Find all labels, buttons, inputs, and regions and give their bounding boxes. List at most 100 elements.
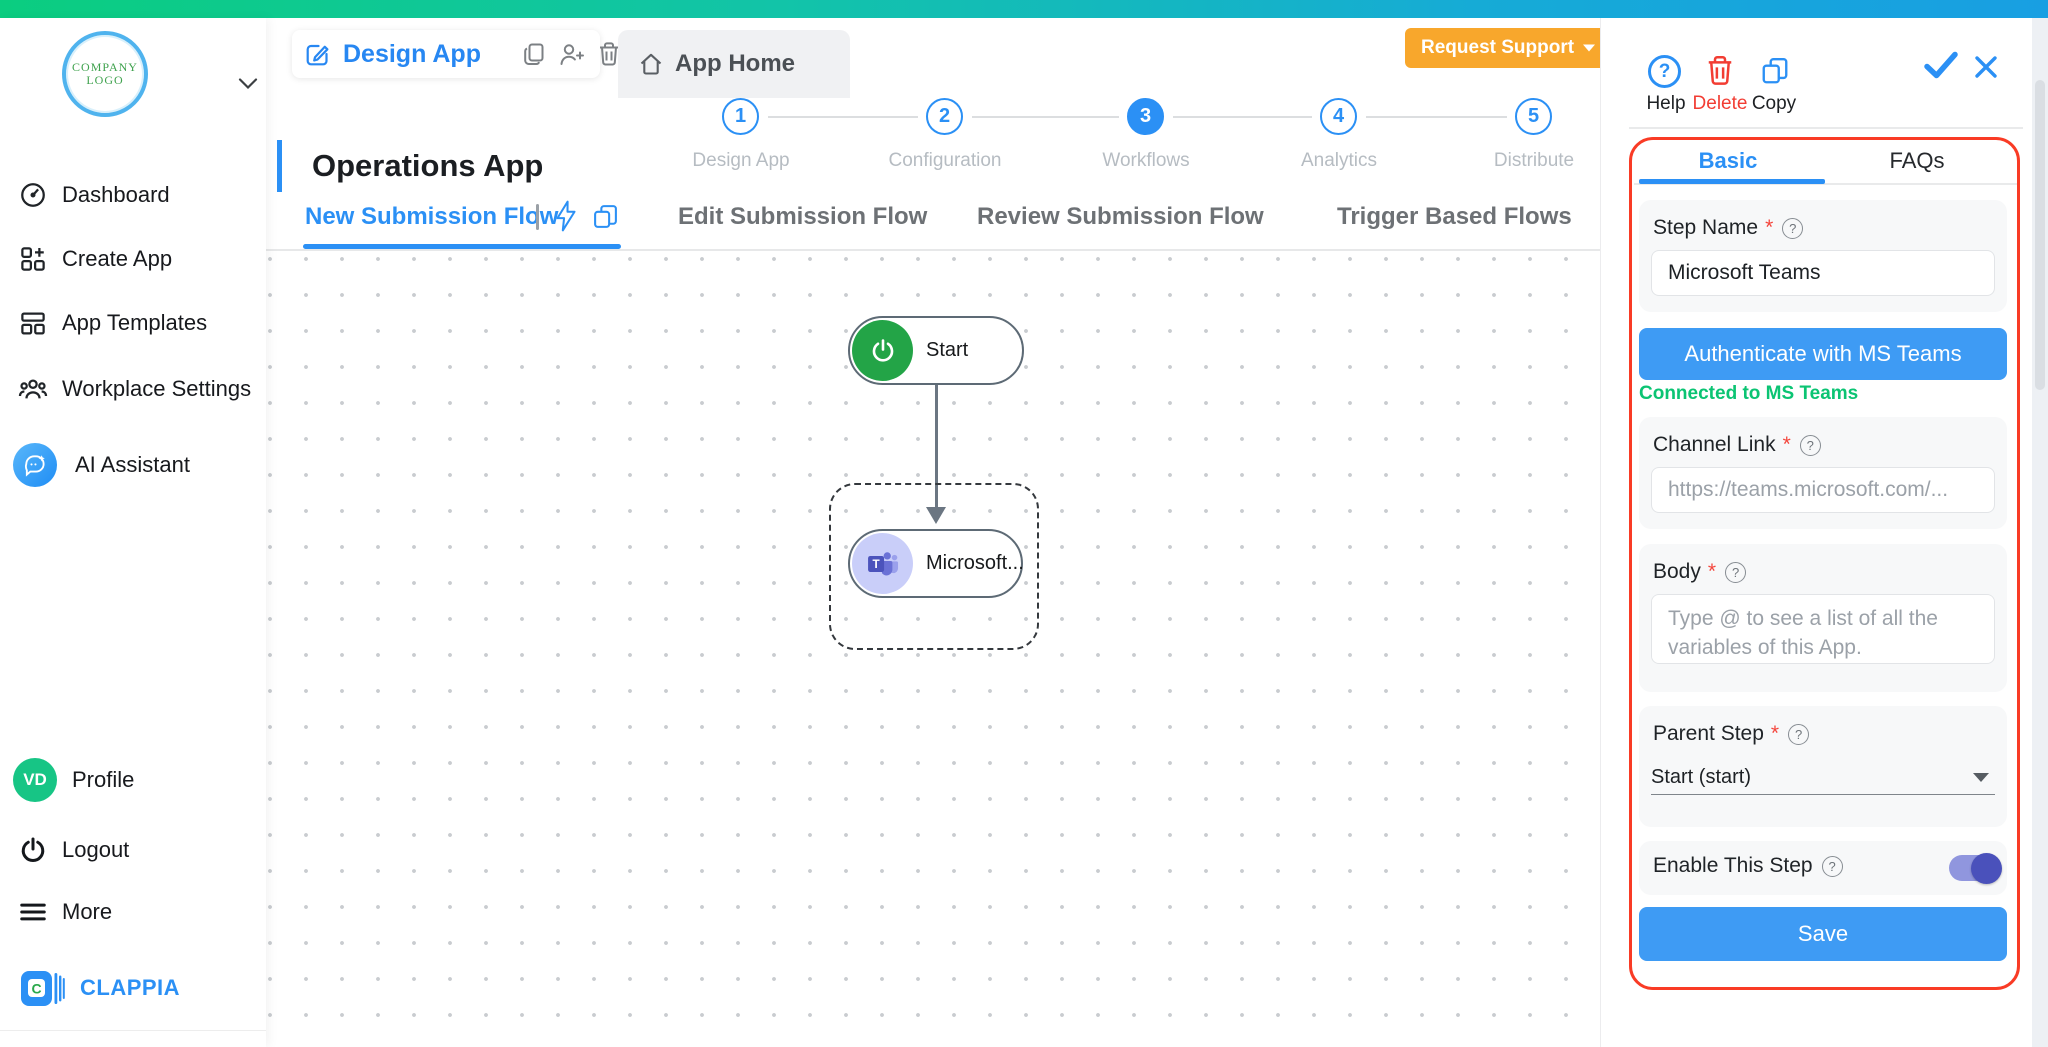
trash-icon[interactable] [597, 41, 621, 67]
tab-new-submission-flow[interactable]: New Submission Flow [305, 203, 559, 230]
step-1-design-app[interactable]: 1 [722, 98, 759, 135]
sidebar-item-ai-assistant[interactable]: AI Assistant [0, 443, 266, 487]
form-highlight-outline [1629, 137, 2020, 990]
sidebar-item-label: Logout [62, 837, 130, 862]
flow-toolbar-divider [536, 204, 539, 230]
top-gradient-strip [0, 0, 2048, 18]
step-name-label: Step Name [1653, 216, 1759, 239]
ms-teams-icon: T [852, 533, 913, 594]
save-button[interactable]: Save [1639, 907, 2007, 961]
body-label: Body [1653, 560, 1701, 583]
channel-link-input[interactable] [1651, 467, 1995, 513]
app-templates-icon [18, 308, 48, 338]
channel-link-label: Channel Link [1653, 433, 1776, 456]
save-button-label: Save [1797, 921, 1849, 946]
tab-trigger-based-flows[interactable]: Trigger Based Flows [1337, 203, 1572, 230]
sidebar-item-workplace-settings[interactable]: Workplace Settings [0, 367, 266, 411]
copy-label: Copy [1751, 93, 1797, 114]
help-icon[interactable]: ? [1648, 55, 1681, 88]
parent-step-label: Parent Step [1653, 722, 1764, 745]
sidebar-item-create-app[interactable]: Create App [0, 237, 266, 281]
start-node-label: Start [926, 339, 969, 361]
company-logo-line2: LOGO [86, 73, 124, 87]
sidebar-item-label: Dashboard [62, 182, 170, 207]
close-icon[interactable] [1973, 54, 1999, 80]
panel-active-tab-underline [1639, 179, 1825, 184]
copy-step-icon[interactable] [1760, 56, 1790, 86]
field-group-parent-step: Parent Step * ? Start (start) [1639, 706, 2007, 827]
stepper-connector [1173, 116, 1312, 118]
workflow-canvas[interactable]: Start T Microsoft... [266, 251, 1600, 1047]
body-textarea[interactable] [1651, 594, 1995, 664]
sidebar-item-app-templates[interactable]: App Templates [0, 301, 266, 345]
step-3-workflows[interactable]: 3 [1127, 98, 1164, 135]
tab-review-submission-flow[interactable]: Review Submission Flow [977, 203, 1264, 230]
step-5-distribute[interactable]: 5 [1515, 98, 1552, 135]
question-icon[interactable]: ? [1782, 217, 1804, 239]
copy-app-icon[interactable] [521, 41, 547, 67]
panel-scrollbar-thumb[interactable] [2035, 80, 2045, 390]
teams-node-label: Microsoft... [926, 552, 1024, 574]
required-marker: * [1707, 560, 1717, 583]
enable-step-label: Enable This Step [1653, 854, 1813, 877]
add-user-icon[interactable] [558, 41, 586, 67]
question-glyph: ? [1731, 564, 1740, 580]
step-name-input[interactable] [1651, 250, 1995, 296]
tab-faqs[interactable]: FAQs [1889, 148, 1945, 173]
parent-step-value: Start (start) [1651, 765, 1752, 788]
main-area: Design App App Home Request Support Oper [266, 18, 1612, 1047]
power-icon [852, 320, 913, 381]
field-group-step-name: Step Name * ? [1639, 200, 2007, 312]
design-app-link[interactable]: Design App [343, 39, 481, 68]
question-glyph: ? [1828, 858, 1836, 874]
edit-icon[interactable] [305, 41, 331, 67]
confirm-check-icon[interactable] [1922, 50, 1960, 80]
question-icon[interactable]: ? [1799, 434, 1821, 456]
step-2-configuration[interactable]: 2 [926, 98, 963, 135]
tab-app-home[interactable]: App Home [618, 30, 850, 98]
step-label: Configuration [888, 150, 1002, 171]
panel-tabs-divider [1634, 183, 2017, 185]
sidebar-item-dashboard[interactable]: Dashboard [0, 173, 266, 217]
selection-outline [829, 483, 1039, 650]
duplicate-flow-icon[interactable] [592, 203, 619, 230]
toggle-knob [1971, 852, 2002, 884]
ai-assistant-icon [13, 443, 57, 487]
field-group-enable-step: Enable This Step ? [1639, 841, 2007, 895]
panel-divider [1629, 127, 2023, 129]
start-node[interactable]: Start [848, 316, 1024, 385]
step-number: 3 [1139, 105, 1152, 127]
clappia-logo-icon: C [20, 968, 66, 1010]
home-icon [638, 51, 664, 77]
parent-step-select[interactable]: Start (start) [1651, 760, 1995, 795]
step-label: Analytics [1300, 150, 1378, 171]
sidebar-item-label: Workplace Settings [62, 376, 252, 401]
request-support-label: Request Support [1421, 37, 1575, 58]
flow-edge [935, 385, 938, 508]
question-icon[interactable]: ? [1725, 561, 1747, 583]
question-icon[interactable]: ? [1821, 855, 1843, 877]
step-4-analytics[interactable]: 4 [1320, 98, 1357, 135]
step-label: Design App [692, 150, 790, 171]
lightning-icon[interactable] [554, 200, 578, 232]
tab-edit-submission-flow[interactable]: Edit Submission Flow [678, 203, 928, 230]
authenticate-button[interactable]: Authenticate with MS Teams [1639, 328, 2007, 380]
sidebar-item-profile[interactable]: VD Profile [0, 758, 266, 802]
field-group-body: Body * ? [1639, 544, 2007, 692]
clappia-brand[interactable]: C CLAPPIA [0, 966, 266, 1010]
chevron-down-icon[interactable] [236, 76, 260, 92]
enable-step-toggle[interactable] [1949, 852, 2002, 884]
title-accent-bar [277, 140, 282, 192]
tab-basic[interactable]: Basic [1698, 148, 1758, 173]
required-marker: * [1782, 433, 1791, 456]
microsoft-teams-node[interactable]: T Microsoft... [848, 529, 1024, 598]
sidebar-item-more[interactable]: More [0, 890, 266, 934]
company-logo[interactable]: COMPANY LOGO [62, 31, 148, 117]
caret-down-icon [1583, 44, 1596, 52]
step-number: 2 [938, 105, 951, 127]
question-icon[interactable]: ? [1788, 723, 1810, 745]
sidebar-item-logout[interactable]: Logout [0, 828, 266, 872]
help-glyph: ? [1658, 60, 1671, 82]
request-support-button[interactable]: Request Support [1405, 28, 1612, 68]
delete-step-icon[interactable] [1705, 54, 1735, 87]
